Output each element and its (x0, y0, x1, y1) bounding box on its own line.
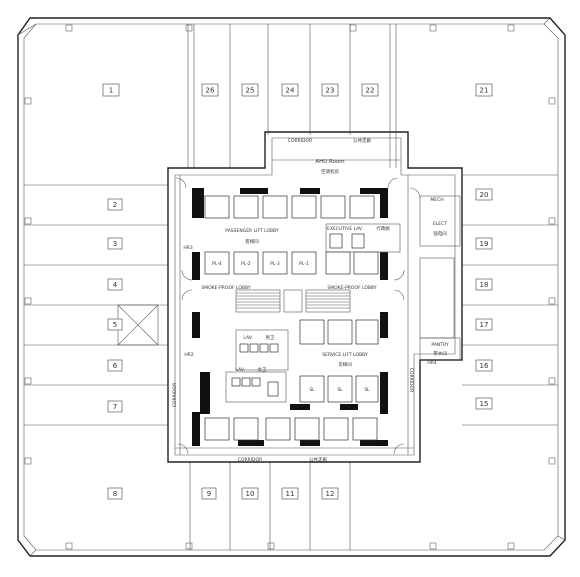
unit-number: 18 (480, 281, 489, 289)
unit-number: 4 (113, 281, 118, 289)
passenger-lobby-label: PASSENGER LIFT LOBBY (225, 228, 279, 234)
elect-label: ELECT (433, 221, 447, 227)
service-lobby-label: SERVICE LIFT LOBBY (322, 352, 368, 358)
ahu-room-label-cn: 空调机房 (321, 168, 339, 175)
toilets (225, 329, 289, 403)
lav-label: LAV. (243, 335, 252, 341)
building-core (167, 131, 463, 463)
corridor-right-label: CORRIDOR (408, 368, 414, 392)
passenger-lobby-label-cn: 客梯间 (245, 238, 259, 245)
sl-label: SL (309, 387, 315, 393)
lav-label-cn: 女卫 (258, 366, 267, 373)
corridor-left-label: CORRIDOR (172, 383, 178, 407)
unit-number: 20 (480, 191, 489, 199)
sl-label: SL (364, 387, 370, 393)
pantry-label: PANTRY (431, 342, 448, 348)
perimeter-columns (24, 24, 556, 550)
pantry-label-cn: 茶水间 (433, 350, 447, 357)
unit-number: 5 (113, 321, 117, 329)
corridor-label: CORRIDOR (288, 138, 312, 144)
unit-number: 15 (480, 400, 489, 408)
unit-number: 2 (113, 201, 117, 209)
lav-label-cn: 男卫 (266, 335, 275, 341)
unit-number: 23 (326, 87, 335, 95)
pl-label: PL-2 (241, 261, 251, 267)
executive-lav-label: EXECUTIVE LAV. (327, 226, 363, 232)
unit-number: 9 (207, 490, 211, 498)
unit-number: 6 (113, 362, 118, 370)
hr3-label: HR3 (183, 245, 193, 251)
building-envelope (17, 17, 566, 557)
executive-lav (325, 223, 401, 253)
smoke-lobby-label: SMOKE-PROOF LOBBY (327, 285, 376, 291)
core-labels: CORRIDOR 公共走廊 AHU Room 空调机房 PASSENGER LI… (172, 137, 449, 463)
unit-number: 17 (480, 321, 489, 329)
unit-number: 1 (109, 87, 113, 95)
unit-number: 7 (113, 403, 117, 411)
corridor-bottom-label: CORRIDOR (238, 457, 262, 463)
unit-number: 11 (286, 490, 295, 498)
unit-number: 12 (326, 490, 335, 498)
unit-number: 16 (480, 362, 489, 370)
unit-partitions (24, 24, 558, 550)
mech-label: MECH (430, 197, 443, 203)
smoke-lobby-label: SMOKE-PROOF LOBBY (201, 285, 250, 291)
pl-lifts: PL-4 PL-2 PL-3 PL-1 (204, 251, 379, 275)
pl-label: PL-3 (270, 261, 280, 267)
void-unit-5 (117, 304, 159, 346)
stairs (235, 289, 351, 313)
ahu-room-label: AHU Room (315, 159, 344, 165)
unit-number: 19 (480, 240, 489, 248)
corridor-bottom-label-cn: 公共走廊 (309, 456, 327, 463)
elect-label-cn: 强电间 (433, 230, 447, 237)
unit-number: 21 (480, 87, 489, 95)
pl-label: PL-4 (212, 261, 222, 267)
unit-number: 24 (286, 87, 295, 95)
unit-number: 8 (113, 490, 117, 498)
unit-labels: 1 2 3 4 5 6 7 8 9 10 11 12 15 16 17 18 1… (102, 83, 493, 500)
service-lobby-label-cn: 货梯间 (338, 361, 352, 368)
executive-lav-label-cn: 行政厕 (376, 225, 390, 232)
unit-number: 22 (366, 87, 375, 95)
hr4-label: HR4 (427, 360, 437, 366)
passenger-lifts-bottom (204, 417, 378, 441)
hr2-label: HR2 (184, 352, 194, 358)
unit-number: 26 (206, 87, 215, 95)
sl-label: SL (337, 387, 343, 393)
unit-number: 10 (246, 490, 255, 498)
pl-label: PL-1 (299, 261, 309, 267)
right-service-rooms (419, 195, 461, 361)
unit-number: 25 (246, 87, 255, 95)
passenger-lifts-top (204, 195, 375, 219)
core-walls (192, 188, 388, 446)
door-swings (175, 177, 421, 455)
unit-number: 3 (113, 240, 117, 248)
service-lifts: SL SL SL (299, 319, 379, 403)
corridor-label-cn: 公共走廊 (353, 137, 371, 144)
